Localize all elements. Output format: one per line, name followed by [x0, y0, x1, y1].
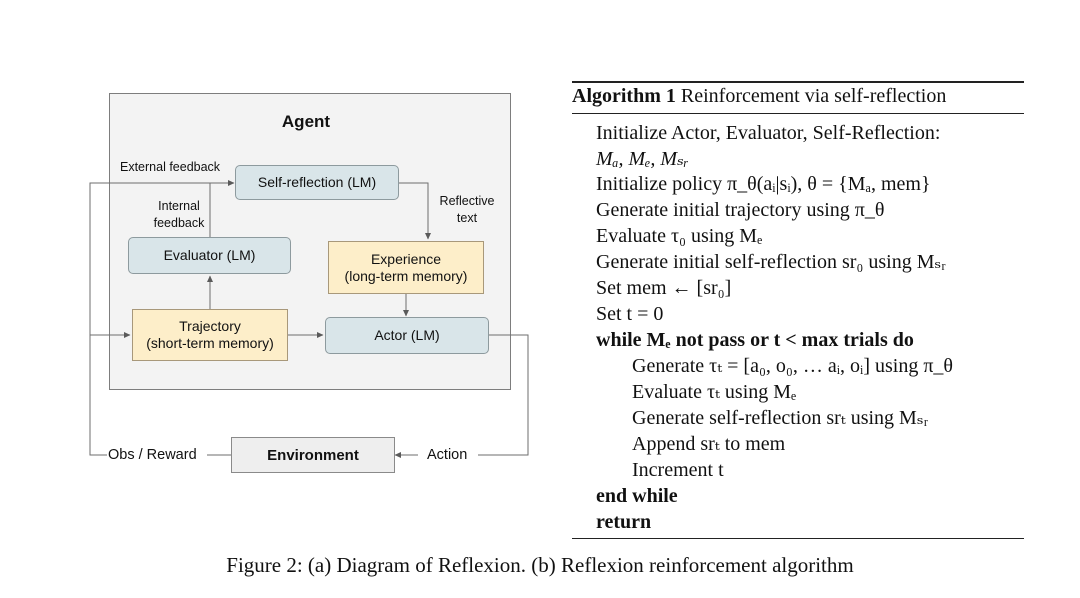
algo-line-end-while: end while: [596, 485, 678, 507]
algorithm-bottom-rule: [572, 538, 1024, 539]
algo-line-14: Increment t: [632, 459, 724, 481]
external-feedback-connector: [89, 180, 235, 335]
flow-connectors: [89, 180, 529, 458]
algo-line-11: Evaluate τₜ using Mₑ: [632, 381, 797, 403]
algorithm-box: Algorithm 1 Reinforcement via self-refle…: [572, 80, 1024, 540]
algorithm-header-rule: [572, 113, 1024, 114]
algorithm-title: Reinforcement via self-reflection: [680, 85, 947, 107]
reflexion-diagram: Agent Self-re: [0, 0, 560, 540]
internal-feedback-label-1: Internal: [158, 199, 200, 213]
reflection-to-experience: [399, 182, 431, 240]
algo-line-2: Mₐ, Mₑ, Mₛᵣ: [596, 148, 689, 170]
algo-line-7: Set mem ← [sr₀]: [596, 277, 732, 299]
reflective-text-label-2: text: [456, 211, 478, 225]
evaluator-label: Evaluator (LM): [163, 247, 256, 263]
actor-to-action: [478, 334, 529, 456]
action-label: Action: [427, 447, 468, 463]
trajectory-subtitle: (short-term memory): [146, 335, 274, 351]
algo-line-4: Generate initial trajectory using π_θ: [596, 199, 885, 221]
figure-caption: Figure 2: (a) Diagram of Reflexion. (b) …: [226, 553, 854, 577]
actor-label: Actor (LM): [374, 327, 440, 343]
reflective-text-label-1: Reflective: [439, 194, 495, 208]
external-feedback-label: External feedback: [120, 160, 221, 174]
algorithm-top-rule: [572, 81, 1024, 83]
experience-node: Experience (long-term memory): [328, 241, 484, 294]
algo-line-return: return: [596, 511, 652, 533]
algo-line-12: Generate self-reflection srₜ using Mₛᵣ: [632, 407, 929, 429]
obs-reward-left-connector: [89, 332, 131, 456]
experience-subtitle: (long-term memory): [344, 267, 468, 284]
agent-title: Agent: [281, 112, 331, 131]
trajectory-node: Trajectory (short-term memory): [132, 309, 288, 361]
self-reflection-label: Self-reflection (LM): [257, 174, 377, 190]
algo-line-13: Append srₜ to mem: [632, 433, 786, 455]
trajectory-title: Trajectory: [179, 318, 241, 334]
obs-reward-label: Obs / Reward: [108, 447, 197, 463]
self-reflection-node: Self-reflection (LM): [235, 165, 399, 200]
algorithm-heading: Algorithm 1 Reinforcement via self-refle…: [572, 84, 946, 109]
actor-node: Actor (LM): [325, 317, 489, 354]
environment-node: Environment: [231, 437, 395, 473]
algo-line-10: Generate τₜ = [a₀, o₀, … aᵢ, oᵢ] using π…: [632, 355, 953, 377]
algorithm-number: Algorithm 1: [572, 85, 676, 107]
algo-line-8: Set t = 0: [596, 303, 664, 325]
algo-line-6: Generate initial self-reflection sr₀ usi…: [596, 251, 946, 273]
environment-label: Environment: [267, 446, 359, 464]
internal-feedback-label-2: feedback: [153, 216, 205, 230]
experience-title: Experience: [370, 250, 442, 267]
algo-line-5: Evaluate τ₀ using Mₑ: [596, 225, 763, 247]
algo-line-while: while Mₑ not pass or t < max trials do: [596, 329, 914, 351]
algo-line-3: Initialize policy π_θ(aᵢ|sᵢ), θ = {Mₐ, m…: [596, 173, 931, 195]
evaluator-node: Evaluator (LM): [128, 237, 291, 274]
algo-line-1: Initialize Actor, Evaluator, Self-Reflec…: [596, 122, 941, 144]
